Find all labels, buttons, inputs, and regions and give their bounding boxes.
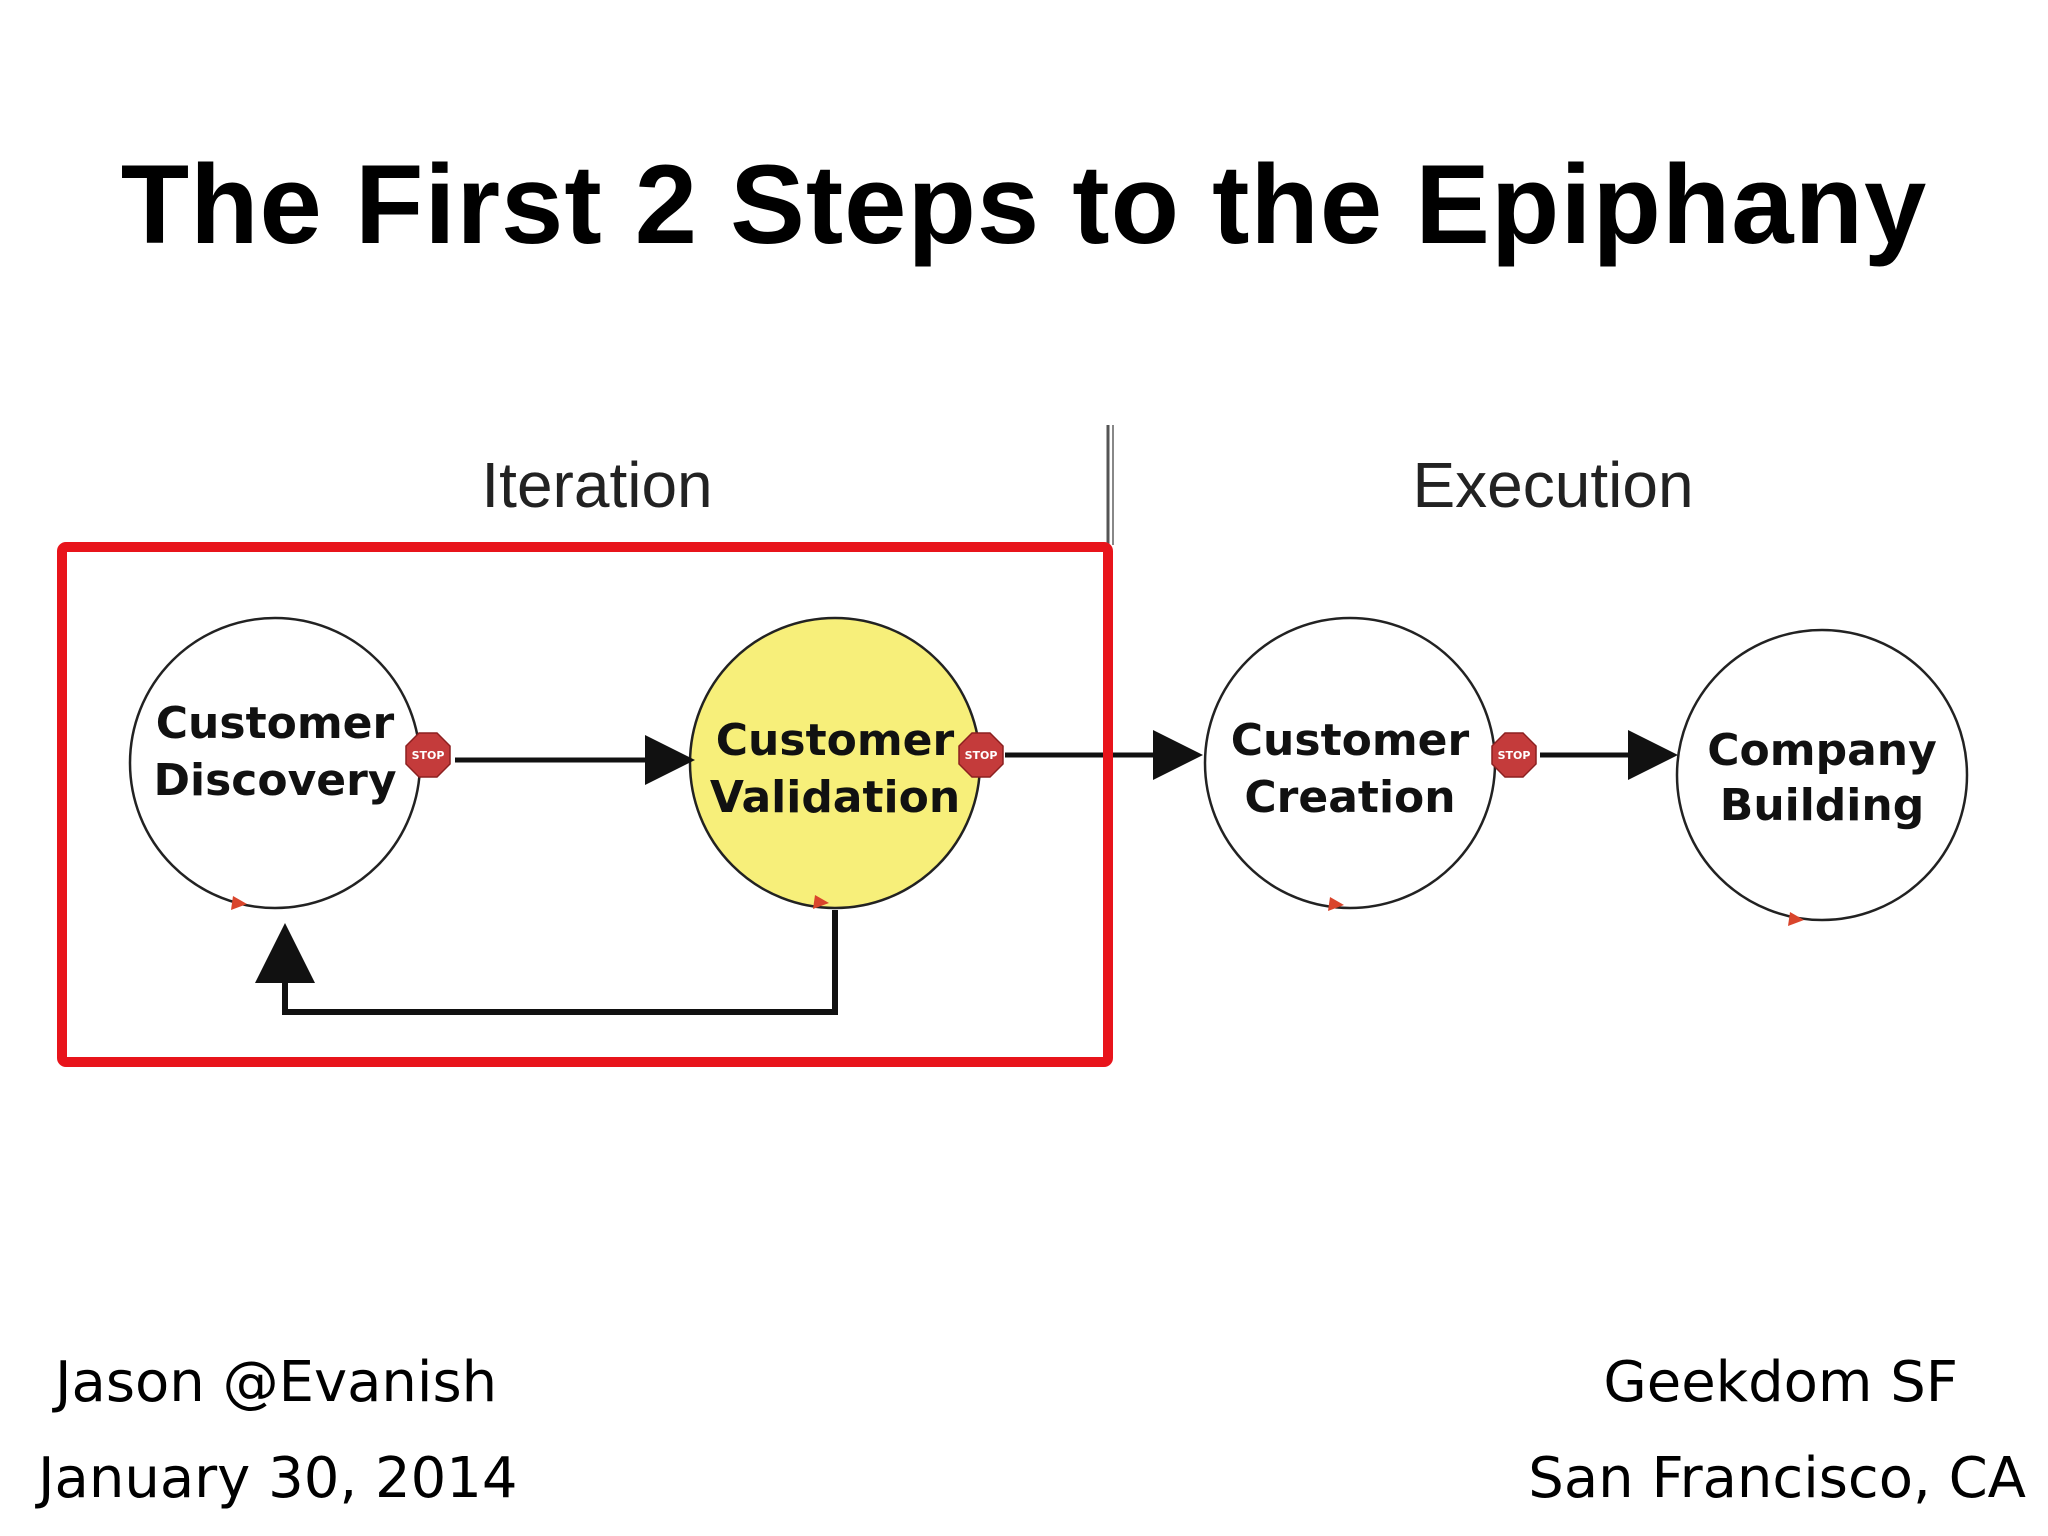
iteration-highlight-box [57, 542, 1113, 1067]
venue-location: San Francisco, CA [1528, 1446, 2026, 1511]
validation-label-line2: Validation [710, 772, 960, 823]
creation-label-line1: Customer [1231, 715, 1470, 766]
iteration-label: Iteration [481, 449, 712, 521]
slide-title: The First 2 Steps to the Epiphany [120, 142, 1928, 267]
svg-text:STOP: STOP [1498, 749, 1531, 762]
building-label-line1: Company [1707, 725, 1937, 776]
feedback-loop-arrow [255, 910, 838, 1015]
presenter-name: Jason @Evanish [55, 1350, 498, 1415]
svg-text:STOP: STOP [412, 749, 445, 762]
svg-text:STOP: STOP [965, 749, 998, 762]
discovery-label-line1: Customer [156, 698, 395, 749]
validation-label-line1: Customer [716, 715, 955, 766]
stop-sign-icon: STOP [1491, 732, 1537, 778]
presentation-date: January 30, 2014 [38, 1446, 518, 1511]
execution-label: Execution [1412, 449, 1693, 521]
creation-label-line2: Creation [1244, 772, 1455, 823]
discovery-label-line2: Discovery [153, 755, 396, 806]
stop-sign-icon: STOP [405, 732, 451, 778]
stop-sign-icon: STOP [958, 732, 1004, 778]
building-label-line2: Building [1720, 780, 1924, 831]
venue-name: Geekdom SF [1603, 1350, 1958, 1415]
